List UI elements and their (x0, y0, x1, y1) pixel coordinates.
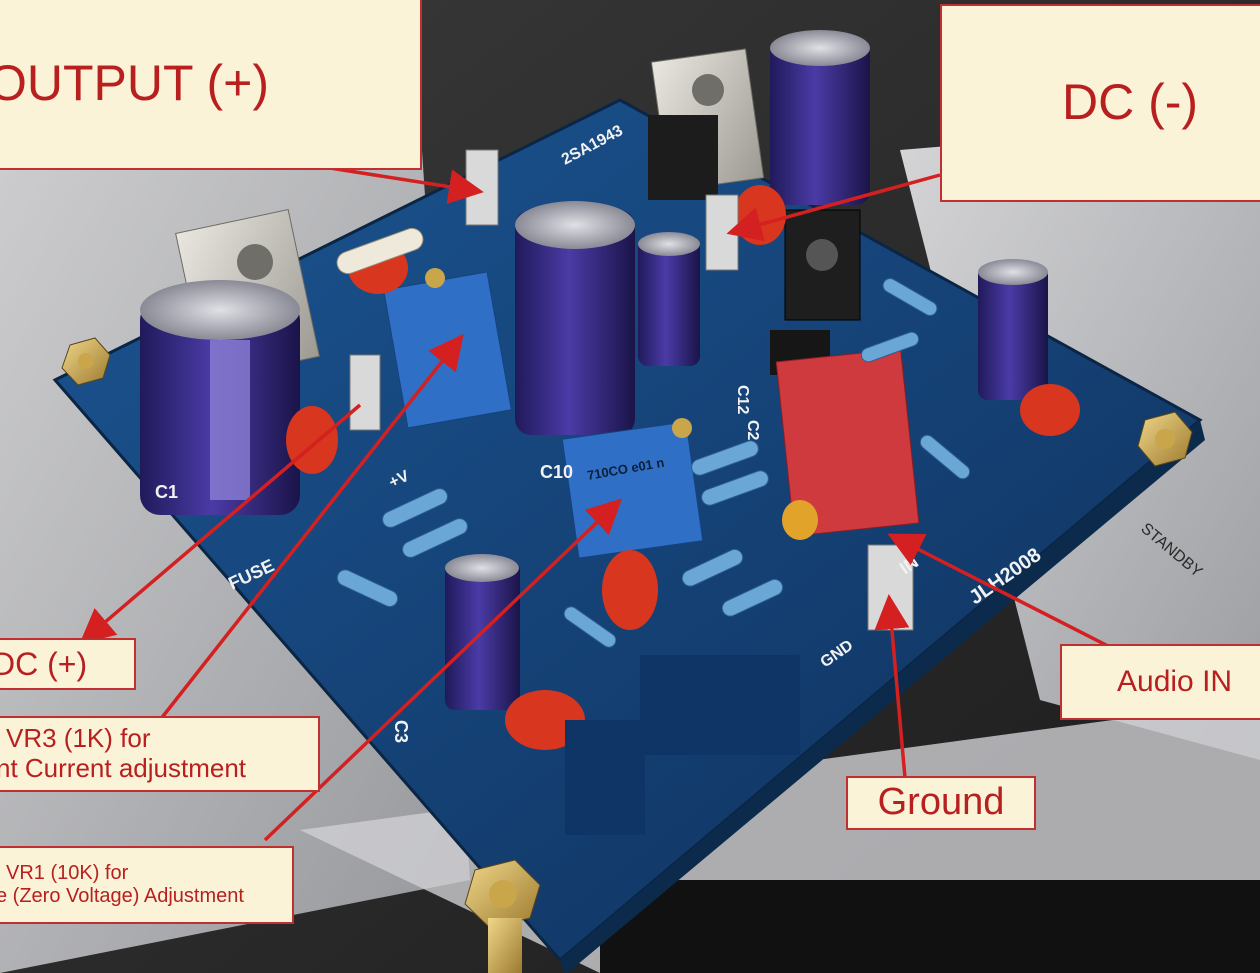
silk-c3: C3 (391, 720, 411, 743)
capacitor-small-mid (638, 232, 700, 366)
callout-vr3-line1: VR3 (1K) for (6, 723, 151, 754)
silk-c1: C1 (155, 482, 178, 502)
capacitor-right (978, 259, 1048, 400)
power-transistor-right (770, 209, 861, 375)
callout-dc-positive-label: DC (+) (0, 645, 88, 682)
arrow-audio-in (887, 533, 1109, 648)
callout-audio-in-label: Audio IN (1117, 664, 1233, 698)
silk-c2: C2 (744, 420, 761, 441)
arrow-dc-neg (726, 173, 941, 242)
callout-dc-positive: DC (+) (0, 638, 136, 690)
capacitor-c3 (445, 554, 520, 710)
callout-dc-negative: DC (-) (940, 4, 1260, 202)
silk-c12: C12 (734, 385, 751, 414)
terminal-dc-neg (705, 194, 739, 271)
callout-ground-label: Ground (877, 781, 1005, 824)
capacitor-c10 (515, 201, 635, 435)
callout-dc-negative-label: DC (-) (1062, 74, 1199, 131)
callout-vr3: VR3 (1K) for nt Current adjustment (0, 716, 320, 792)
terminal-dc-pos (349, 354, 381, 431)
callout-vr3-line2: nt Current adjustment (0, 753, 247, 783)
callout-vr1: VR1 (10K) for e (Zero Voltage) Adjustmen… (0, 846, 294, 924)
callout-vr1-line1: VR1 (10K) for (6, 862, 129, 884)
silk-c10: C10 (540, 462, 573, 482)
callout-vr1-line2: e (Zero Voltage) Adjustment (0, 885, 244, 907)
capacitor-c1 (140, 280, 300, 515)
terminal-output (465, 149, 499, 226)
arrow-dc-pos (79, 403, 362, 645)
capacitor-top (770, 30, 870, 205)
callout-output-positive: OUTPUT (+) (0, 0, 422, 170)
callout-ground: Ground (846, 776, 1036, 830)
arrow-output (329, 166, 484, 205)
power-transistor-top (648, 48, 765, 200)
callout-output-label: OUTPUT (+) (0, 55, 270, 112)
callout-audio-in: Audio IN (1060, 644, 1260, 720)
arrow-vr3 (158, 333, 464, 722)
standoff-nut (61, 337, 111, 386)
arrow-ground (874, 594, 910, 779)
box-capacitor (775, 348, 920, 537)
arrow-vr1 (263, 498, 623, 842)
